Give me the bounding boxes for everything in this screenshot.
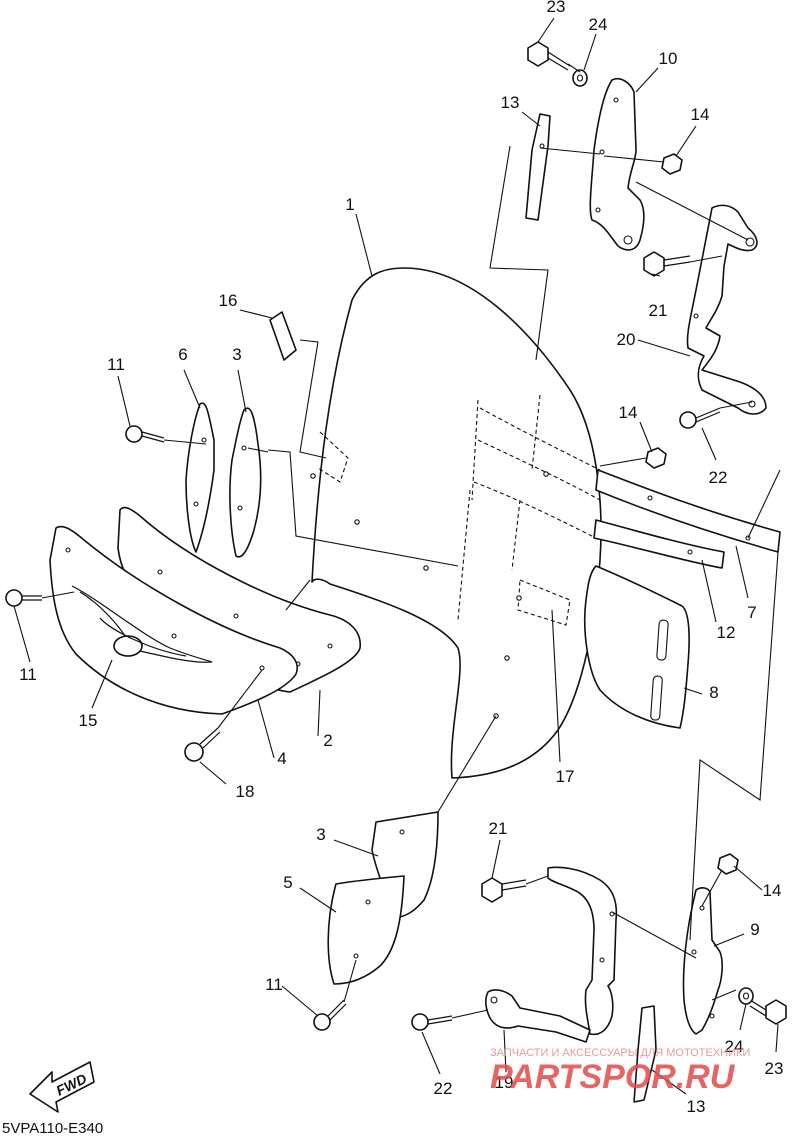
bolt-23-b	[749, 999, 787, 1025]
callout-c2: 2	[323, 731, 332, 750]
callout-c24b: 24	[725, 1037, 744, 1056]
bolt-21-a	[643, 251, 691, 277]
bolt-22-a	[679, 407, 721, 429]
lower-panel-5	[327, 875, 405, 985]
callout-c15: 15	[79, 711, 98, 730]
callout-c20: 20	[617, 330, 636, 349]
side-panel-3-upper	[229, 407, 262, 558]
plate-13-lower	[633, 1005, 657, 1103]
trim-strip-12	[593, 519, 725, 569]
bolt-23-a	[527, 41, 571, 71]
callout-c19: 19	[495, 1073, 514, 1092]
emblem	[71, 585, 213, 663]
side-panel-8	[583, 565, 690, 729]
side-panel-6	[185, 402, 215, 553]
callout-c17: 17	[556, 767, 575, 786]
callout-c4: 4	[277, 749, 286, 768]
bracket-10	[589, 77, 645, 251]
callout-c6: 6	[178, 345, 187, 364]
callout-c16: 16	[219, 291, 238, 310]
callout-c23a: 23	[547, 0, 566, 16]
screw-11-a	[125, 425, 165, 443]
screw-11-c	[313, 999, 347, 1031]
callout-c5: 5	[283, 873, 292, 892]
diagram-code: 5VPA110-E340	[2, 1120, 103, 1137]
callout-c18: 18	[236, 782, 255, 801]
nut-14-b	[645, 447, 667, 469]
callout-c22a: 22	[709, 468, 728, 487]
callout-c10: 10	[659, 49, 678, 68]
watermark-logo: PARTSPOR.RU	[490, 1058, 736, 1096]
washer-24-a	[572, 69, 588, 87]
callout-c24a: 24	[589, 15, 608, 34]
callout-labels: 1233456789101111111213131414141516171819…	[19, 0, 783, 1116]
callout-c14a: 14	[691, 105, 710, 124]
callout-c11c: 11	[265, 975, 283, 994]
fasteners	[5, 41, 787, 1031]
watermark: ЗАПЧАСТИ И АКСЕССУАРЫ ДЛЯ МОТОТЕХНИКИ PA…	[490, 1047, 750, 1096]
label-16	[269, 311, 297, 361]
screw-11-b	[5, 589, 42, 607]
callout-c23b: 23	[765, 1059, 784, 1078]
callout-c13b: 13	[687, 1097, 706, 1116]
lower-cover	[49, 525, 298, 715]
callout-c3b: 3	[316, 825, 325, 844]
callout-c7: 7	[747, 603, 756, 622]
callout-c1: 1	[345, 195, 354, 214]
callout-c3a: 3	[232, 345, 241, 364]
washer-24-b	[738, 987, 754, 1005]
callout-c11a: 11	[107, 355, 125, 374]
windshield	[310, 267, 602, 779]
callout-c14c: 14	[763, 881, 782, 900]
callout-c21b: 21	[489, 819, 508, 838]
nut-14-c	[717, 853, 739, 875]
callout-c12: 12	[717, 623, 736, 642]
nut-14-a	[661, 153, 683, 175]
callout-c13a: 13	[501, 93, 520, 112]
callout-c14b: 14	[619, 403, 638, 422]
bolt-22-b	[411, 1013, 453, 1031]
bracket-20	[686, 204, 767, 415]
alignment-lines	[41, 63, 781, 1019]
bracket-9	[682, 887, 723, 1035]
callout-c21a: 21	[649, 301, 668, 320]
screw-18	[184, 727, 221, 762]
callout-c8: 8	[709, 683, 718, 702]
bolt-21-b	[481, 877, 527, 903]
plate-13-upper	[525, 113, 551, 221]
callout-leaders	[13, 17, 779, 1095]
fwd-arrow: FWD	[29, 1061, 95, 1113]
callout-c22b: 22	[434, 1079, 453, 1098]
watermark-tagline: ЗАПЧАСТИ И АКСЕССУАРЫ ДЛЯ МОТОТЕХНИКИ	[490, 1047, 750, 1059]
callout-c11b: 11	[19, 665, 37, 684]
bracket-19	[485, 866, 618, 1043]
callout-c9: 9	[750, 920, 759, 939]
